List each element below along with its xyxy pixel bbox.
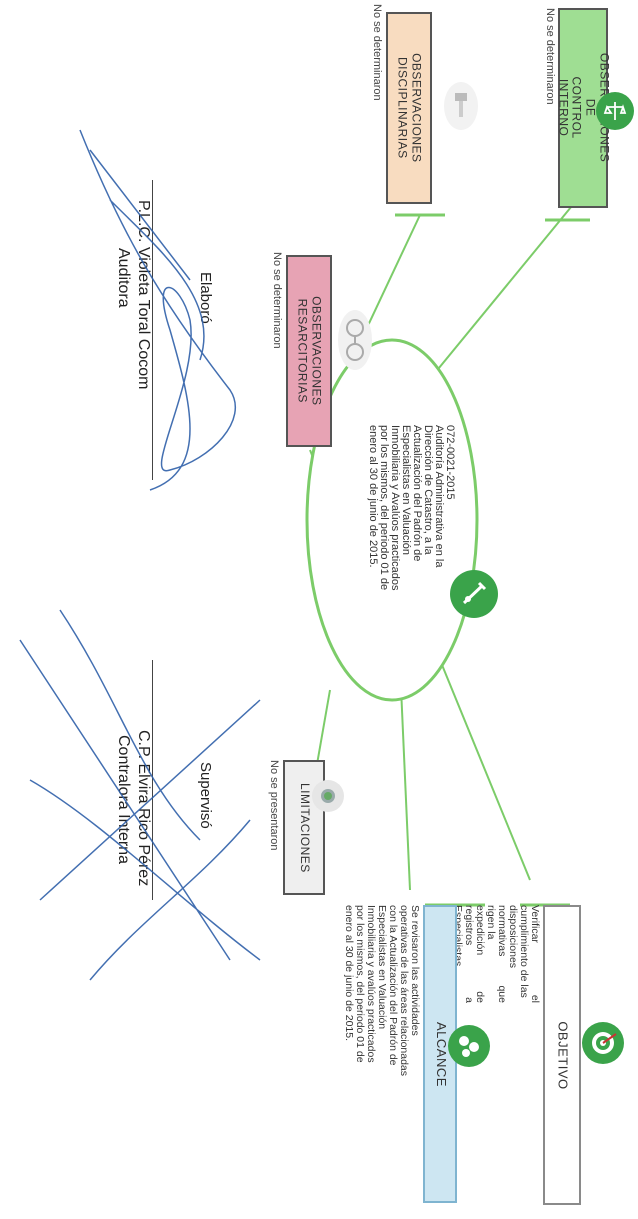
compass-icon	[450, 570, 498, 618]
center-ellipse	[305, 338, 479, 702]
gavel-icon	[444, 82, 478, 130]
disciplinarias-box: OBSERVACIONES DISCIPLINARIAS	[386, 12, 432, 204]
superviso-signature	[19, 609, 261, 981]
objetivo-box: OBJETIVO	[543, 905, 581, 1205]
resarcitorias-box: OBSERVACIONES RESARCITORIAS	[286, 255, 332, 447]
connector-alcance	[399, 664, 411, 891]
handcuffs-icon	[338, 310, 372, 370]
magnifier-icon	[312, 780, 344, 812]
elaboro-line	[152, 180, 153, 480]
gears-icon	[448, 1025, 490, 1067]
scales-icon	[596, 92, 634, 130]
connector-limitaciones	[315, 689, 331, 771]
elaboro-signature	[79, 129, 237, 491]
connector-control-interno	[424, 189, 586, 386]
connector-objetivo	[439, 659, 531, 881]
superviso-line	[152, 660, 153, 900]
target-icon	[582, 1022, 624, 1064]
